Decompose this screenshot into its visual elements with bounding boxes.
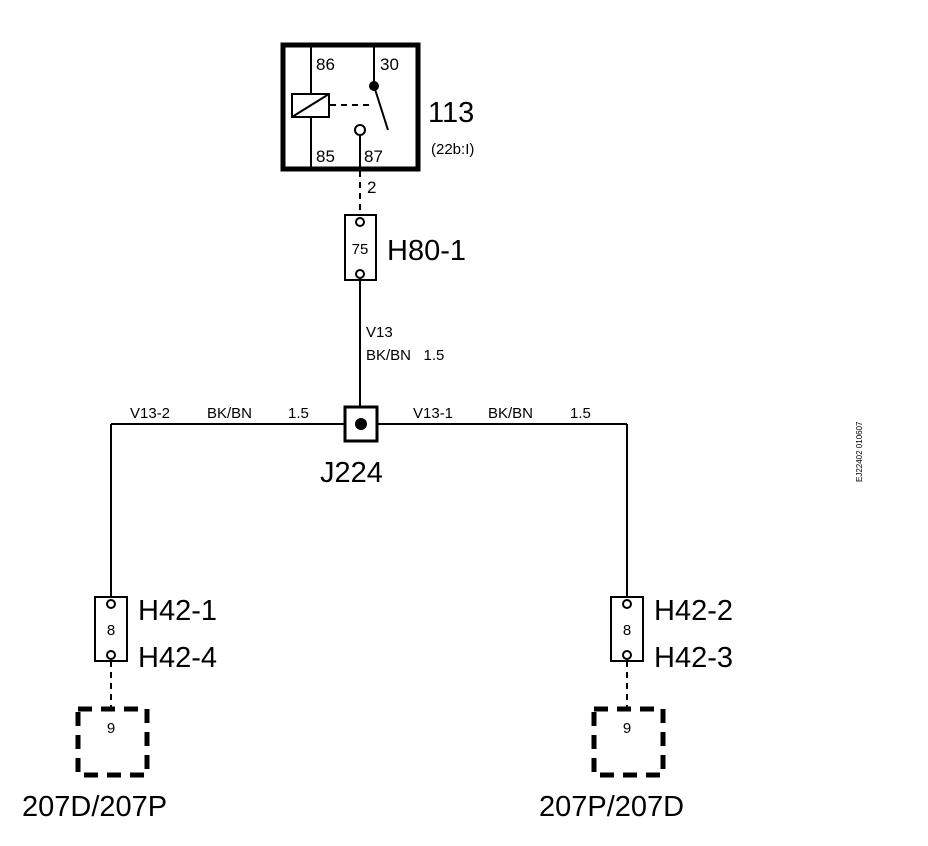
- component-left-label: 207D/207P: [22, 791, 167, 823]
- component-left: 9 207D/207P: [22, 706, 167, 823]
- wire-v13-spec: BK/BN 1.5: [366, 347, 444, 364]
- connector-left-pin-top: [106, 599, 116, 609]
- connector-right-number: 8: [623, 622, 631, 639]
- relay-pin-85: 85: [316, 147, 335, 166]
- component-left-box: [75, 706, 150, 778]
- wire-2-label: 2: [367, 178, 376, 197]
- fuse-h80-1: 75 H80-1: [344, 214, 466, 281]
- junction-dot: [355, 418, 367, 430]
- relay-113: 86 30 85 87 113 (22b:I): [280, 42, 474, 172]
- component-right: 9 207P/207D: [539, 706, 684, 823]
- component-right-box: [591, 706, 666, 778]
- connector-left-number: 8: [107, 622, 115, 639]
- connector-right-pin-bottom: [622, 650, 632, 660]
- wire-v13-2-spec: BK/BN: [207, 405, 252, 422]
- wire-v13-1-size: 1.5: [570, 405, 591, 422]
- relay-pin-86: 86: [316, 55, 335, 74]
- connector-left-bottom-label: H42-4: [138, 642, 217, 674]
- component-left-number: 9: [107, 720, 115, 737]
- relay-contact-87: [354, 124, 366, 136]
- wire-v13-1-spec: BK/BN: [488, 405, 533, 422]
- connector-right-pin-top: [622, 599, 632, 609]
- component-right-label: 207P/207D: [539, 791, 684, 823]
- fuse-pin-top: [355, 217, 365, 227]
- connector-right-top-label: H42-2: [654, 595, 733, 627]
- relay-housing: [280, 42, 421, 172]
- relay-ref: (22b:I): [431, 141, 474, 158]
- fuse-number: 75: [352, 241, 369, 258]
- wire-v13-1-name: V13-1: [413, 405, 453, 422]
- relay-pin-87: 87: [364, 147, 383, 166]
- relay-switch-arm: [373, 85, 389, 131]
- relay-id: 113: [428, 97, 474, 129]
- junction-id: J224: [320, 457, 383, 489]
- fuse-pin-bottom: [355, 269, 365, 279]
- connector-h42-2: 8 H42-2 H42-3: [610, 595, 733, 674]
- connector-left-top-label: H42-1: [138, 595, 217, 627]
- junction-j224: J224: [320, 405, 383, 489]
- doc-reference: EJ22402 010607: [855, 421, 864, 482]
- connector-h42-1: 8 H42-1 H42-4: [94, 595, 217, 674]
- relay-coil-diagonal: [291, 93, 330, 118]
- connector-left-pin-bottom: [106, 650, 116, 660]
- wire-v13-2-name: V13-2: [130, 405, 170, 422]
- connector-right-bottom-label: H42-3: [654, 642, 733, 674]
- wire-v13-name: V13: [366, 324, 393, 341]
- relay-pin-30: 30: [380, 55, 399, 74]
- wire-v13-2-size: 1.5: [288, 405, 309, 422]
- fuse-id: H80-1: [387, 235, 466, 267]
- component-right-number: 9: [623, 720, 631, 737]
